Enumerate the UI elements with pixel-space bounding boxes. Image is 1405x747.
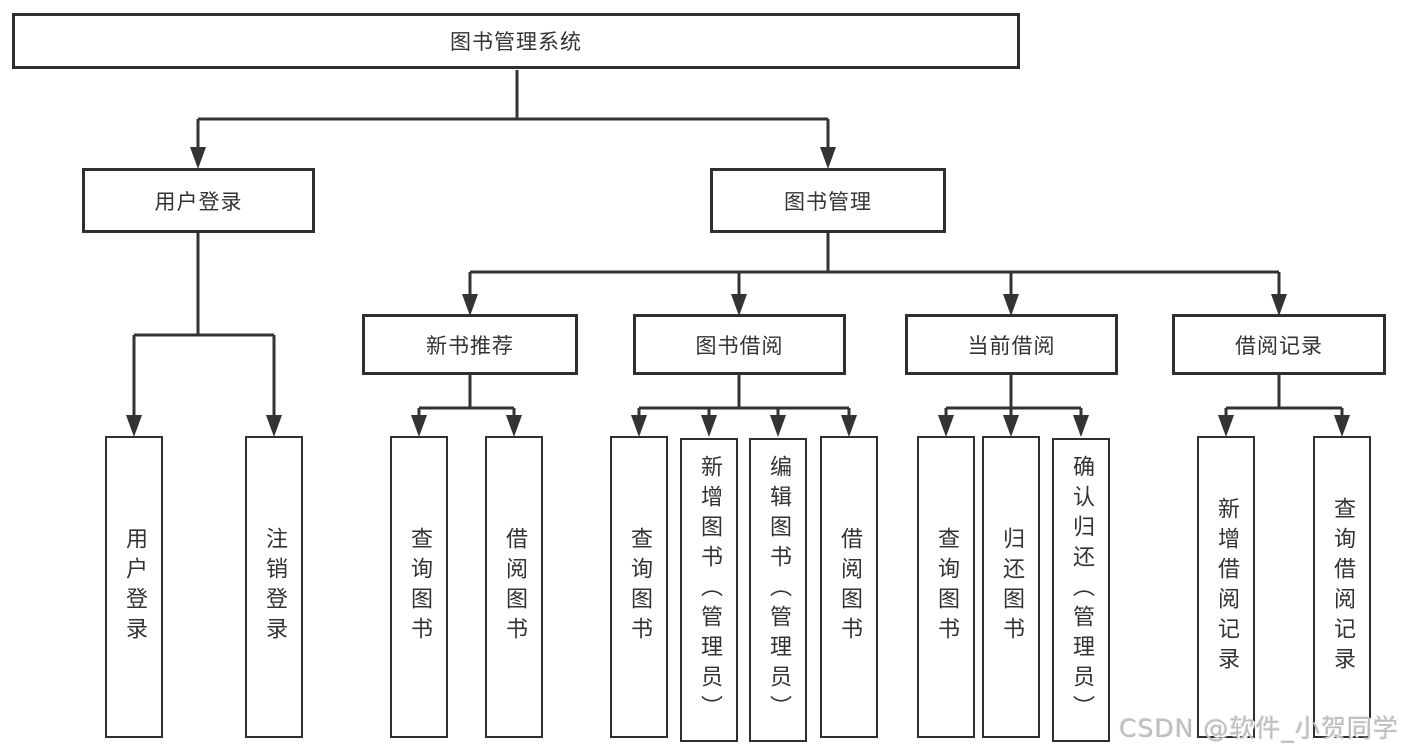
node-root: 图书管理系统 [12,13,1020,69]
connector-current-borrow-branch [938,375,1089,437]
leaf-cb-return-book: 归还图书 [982,436,1040,738]
connector-new-book-branch [411,375,522,437]
node-book-mgmt: 图书管理 [710,168,946,233]
connector-borrow-record-branch [1218,375,1350,437]
node-new-book-recommend: 新书推荐 [362,314,578,375]
connector-user-login-branch [126,232,282,437]
leaf-br-add-record: 新增借阅记录 [1197,436,1255,738]
leaf-bb-borrow-book: 借阅图书 [820,436,878,738]
leaf-bb-edit-book-admin: 编辑图书（管理员） [749,438,807,742]
leaf-nb-query-book: 查询图书 [390,436,448,738]
node-user-login: 用户登录 [82,168,315,233]
node-current-borrow: 当前借阅 [905,314,1118,375]
connector-book-borrow-branch [631,375,857,437]
leaf-bb-query-book: 查询图书 [610,436,668,738]
node-borrow-record: 借阅记录 [1172,314,1386,375]
connector-root-to-level2 [190,70,836,169]
csdn-watermark: CSDN @软件_小贺同学 [1119,714,1399,743]
leaf-bb-add-book-admin: 新增图书（管理员） [680,438,738,742]
leaf-logout: 注销登录 [245,436,303,738]
node-book-borrow: 图书借阅 [633,314,846,375]
leaf-nb-borrow-book: 借阅图书 [485,436,543,738]
leaf-cb-confirm-return-admin: 确认归还（管理员） [1052,438,1110,742]
leaf-user-login: 用户登录 [105,436,163,738]
connector-book-mgmt-branch [462,233,1287,316]
leaf-cb-query-book: 查询图书 [917,436,975,738]
leaf-br-query-record: 查询借阅记录 [1313,436,1371,738]
